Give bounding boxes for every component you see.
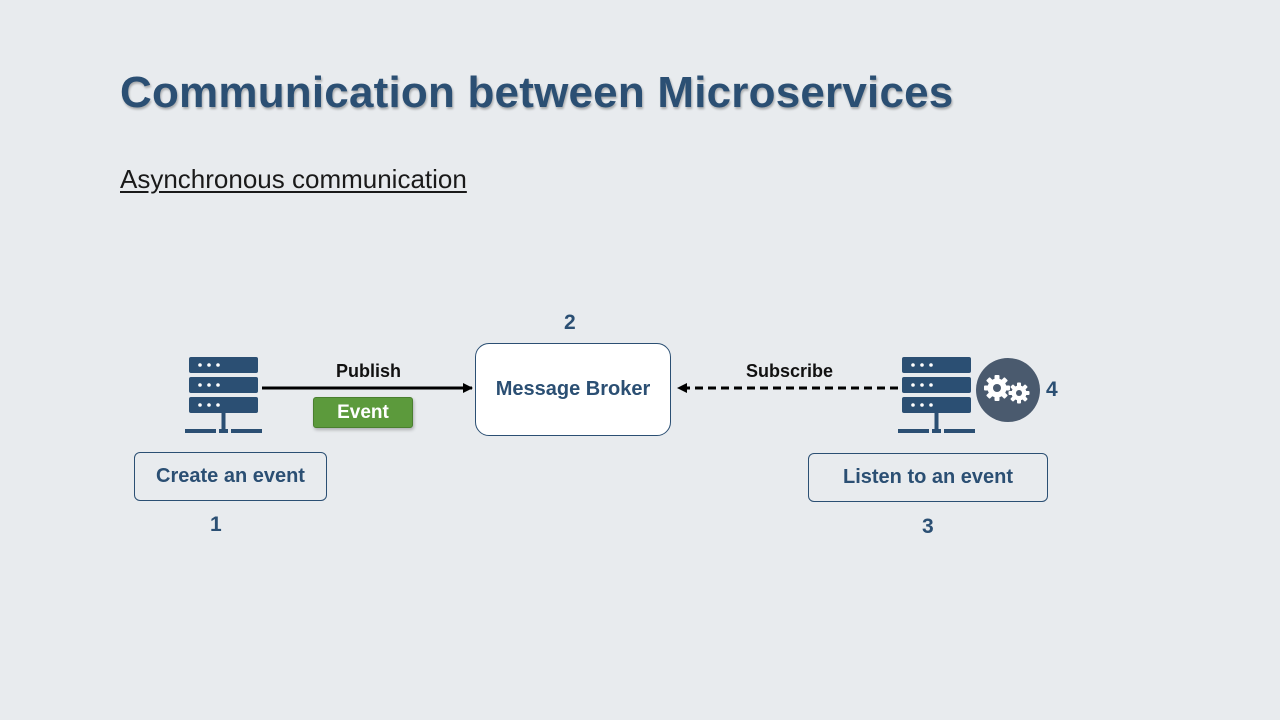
step-number-1: 1	[210, 513, 222, 536]
consumer-server-icon	[898, 357, 975, 433]
gears-icon	[976, 358, 1040, 422]
step-number-2: 2	[564, 311, 576, 334]
slide-subtitle: Asynchronous communication	[120, 164, 467, 194]
listen-event-label: Listen to an event	[842, 466, 1014, 488]
event-tag: Event	[313, 397, 413, 428]
publish-label: Publish	[336, 361, 402, 381]
listen-event-box: Listen to an event	[808, 453, 1048, 502]
message-broker-box: Message Broker	[475, 343, 671, 436]
step-number-3: 3	[922, 515, 934, 538]
slide-title: Communication between Microservices	[120, 68, 954, 117]
message-broker-label: Message Broker	[495, 378, 651, 400]
producer-server-icon	[185, 357, 262, 433]
create-event-box: Create an event	[134, 452, 327, 501]
subscribe-label: Subscribe	[746, 361, 834, 381]
step-number-4: 4	[1046, 378, 1058, 401]
create-event-label: Create an event	[156, 465, 305, 487]
